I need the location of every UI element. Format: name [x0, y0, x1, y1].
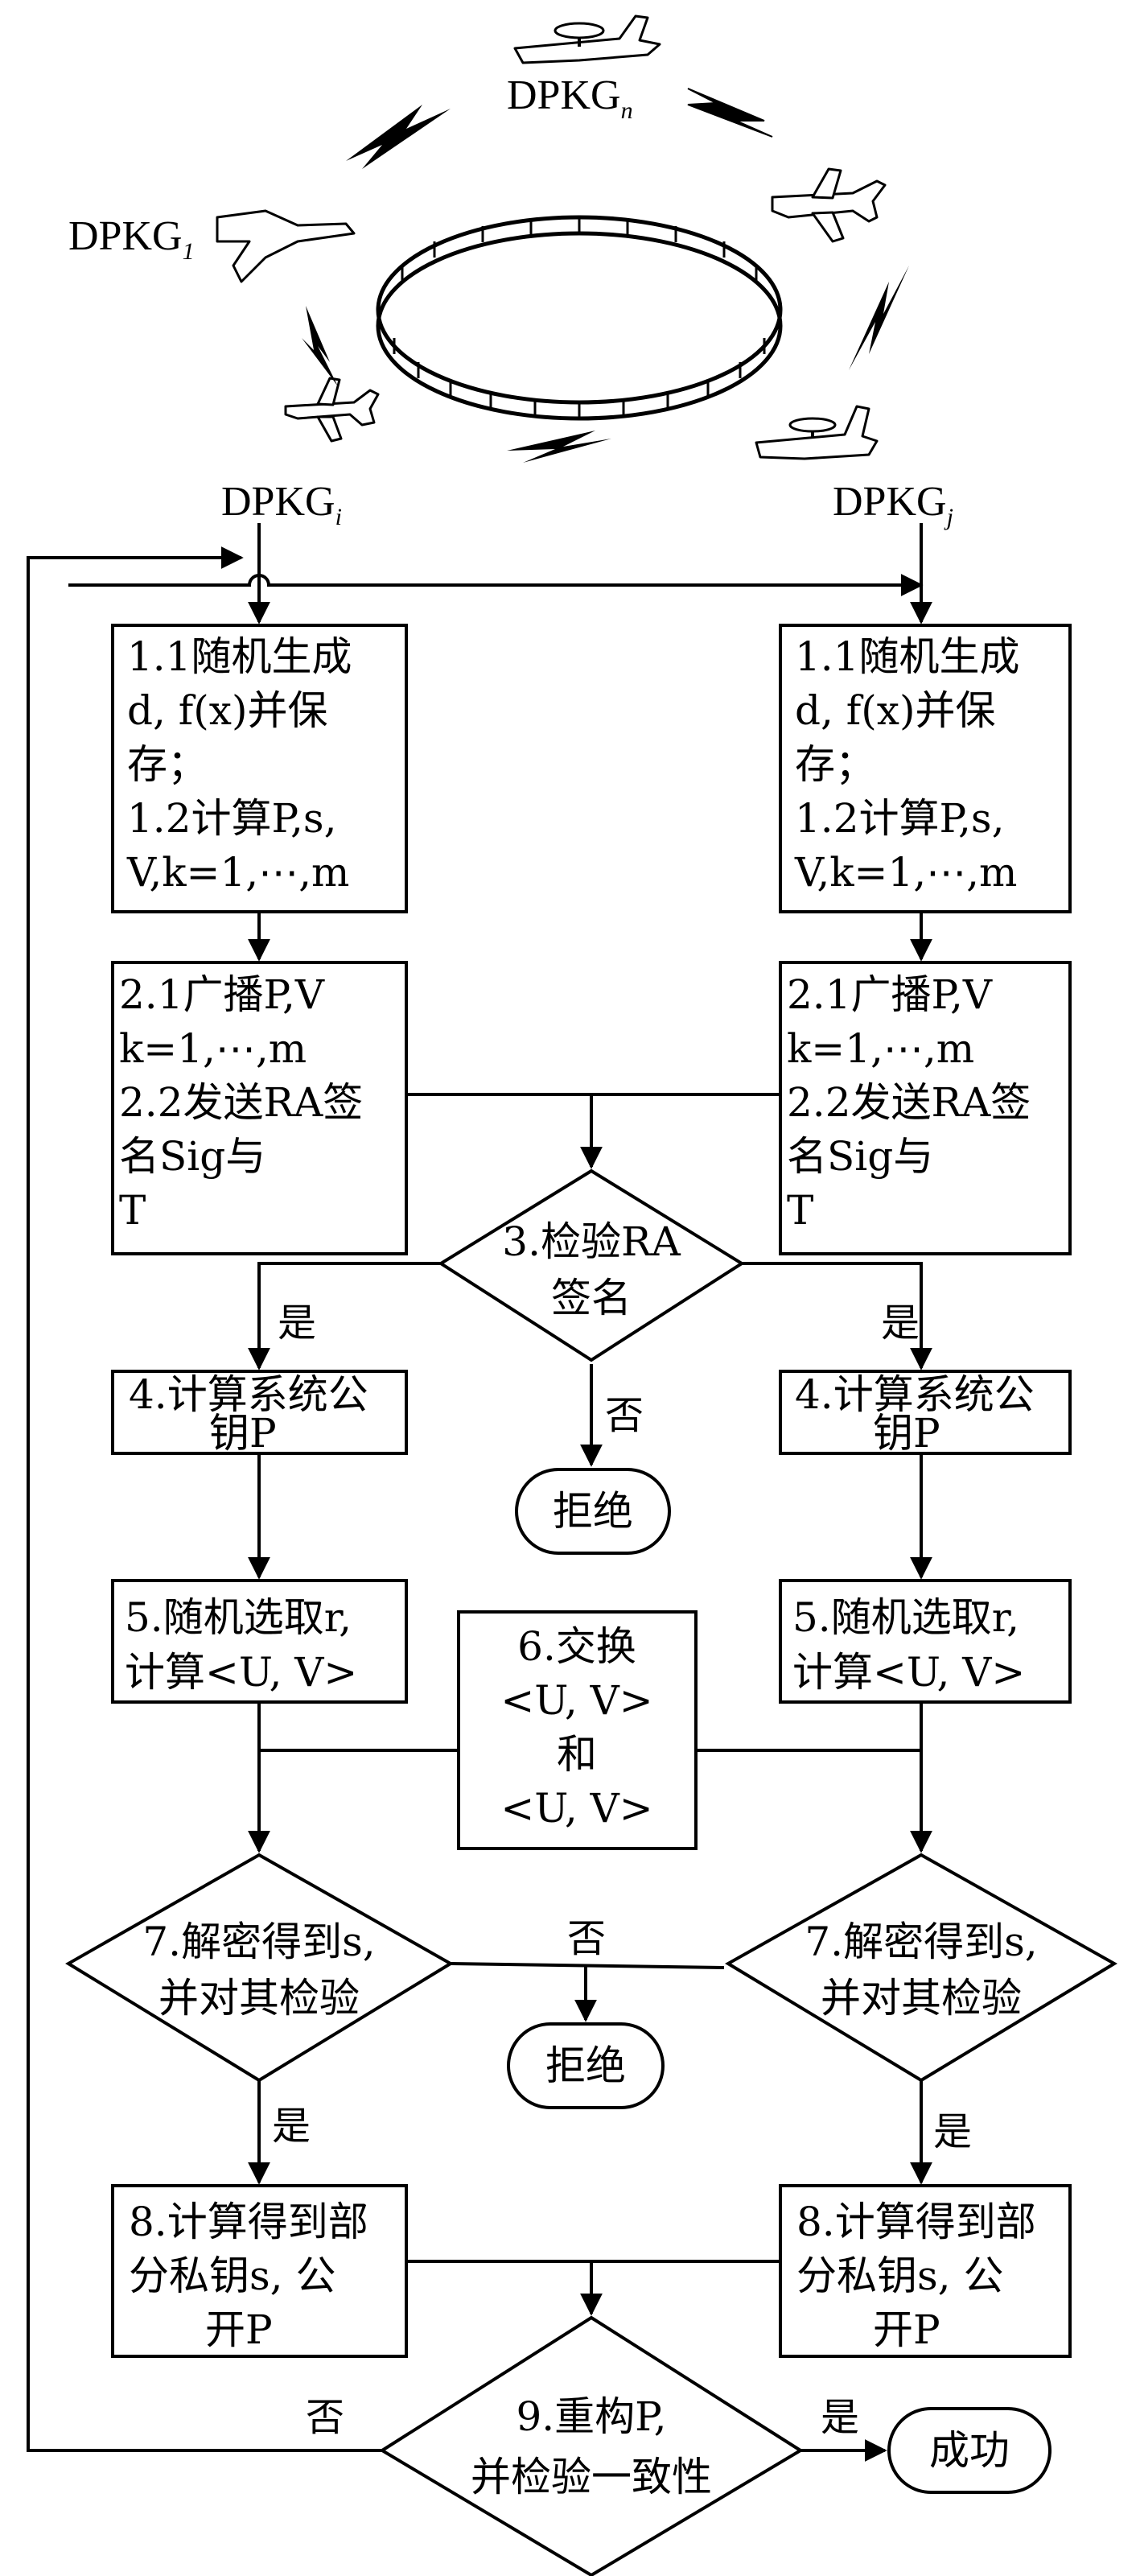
- svg-text:d, f(x)并保: d, f(x)并保: [127, 687, 328, 734]
- left-step4-box: 4.计算系统公 钥P: [111, 1370, 408, 1457]
- svg-text:T: T: [787, 1187, 813, 1234]
- link-bolt-icon: [346, 105, 451, 169]
- right-step7-decision: 7.解密得到s, 并对其检验: [725, 1853, 1117, 2083]
- svg-text:k=1,⋯,m: k=1,⋯,m: [787, 1025, 974, 1072]
- svg-text:钥P: 钥P: [873, 1410, 940, 1457]
- svg-text:和: 和: [557, 1731, 597, 1778]
- svg-text:并对其检验: 并对其检验: [821, 1975, 1022, 2022]
- svg-text:d, f(x)并保: d, f(x)并保: [795, 687, 996, 734]
- svg-text:名Sig与: 名Sig与: [119, 1133, 265, 1180]
- yes-label: 是: [933, 2109, 972, 2154]
- svg-text:分私钥s, 公: 分私钥s, 公: [796, 2252, 1003, 2299]
- left-step5-box: 5.随机选取r, 计算<U, V>: [111, 1579, 408, 1704]
- svg-text:8.计算得到部: 8.计算得到部: [129, 2199, 368, 2245]
- svg-text:V,k=1,⋯,m: V,k=1,⋯,m: [794, 849, 1017, 896]
- svg-text:6.交换: 6.交换: [517, 1623, 636, 1670]
- yes-label: 是: [821, 2395, 859, 2440]
- svg-text:1.1随机生成: 1.1随机生成: [127, 633, 352, 680]
- svg-text:4.计算系统公: 4.计算系统公: [795, 1371, 1035, 1418]
- node-label-dpkg-n: DPKGn: [507, 72, 633, 124]
- svg-text:5.随机选取r,: 5.随机选取r,: [792, 1594, 1019, 1641]
- svg-text:并对其检验: 并对其检验: [158, 1975, 360, 2022]
- transport-aircraft-left-icon: [284, 377, 380, 443]
- svg-text:k=1,⋯,m: k=1,⋯,m: [119, 1025, 307, 1072]
- link-bolt-icon: [687, 88, 773, 138]
- awacs-aircraft-right-icon: [755, 405, 879, 460]
- yes-label: 是: [272, 2104, 311, 2149]
- step9-decision: 9.重构P, 并检验一致性: [379, 2315, 804, 2576]
- svg-text:8.计算得到部: 8.计算得到部: [796, 2199, 1036, 2245]
- left-step1-box: 1.1随机生成 d, f(x)并保 存； 1.2计算P,s, V,k=1,⋯,m: [111, 624, 408, 913]
- svg-text:T: T: [119, 1187, 146, 1234]
- step3-decision: 3.检验RA 签名: [438, 1168, 745, 1362]
- svg-text:V,k=1,⋯,m: V,k=1,⋯,m: [126, 849, 349, 896]
- svg-text:1.2计算P,s,: 1.2计算P,s,: [127, 795, 336, 842]
- svg-text:7.解密得到s,: 7.解密得到s,: [142, 1919, 375, 1965]
- reject-terminal-1: 拒绝: [515, 1468, 671, 1555]
- right-step2-box: 2.1广播P,V k=1,⋯,m 2.2发送RA签 名Sig与 T: [779, 961, 1072, 1255]
- svg-text:<U, V>: <U, V>: [500, 1677, 652, 1724]
- awacs-aircraft-top-icon: [513, 14, 661, 64]
- left-step8-box: 8.计算得到部 分私钥s, 公 开P: [111, 2184, 408, 2358]
- svg-text:成功: 成功: [929, 2427, 1010, 2474]
- node-label-dpkg-i: DPKGi: [221, 479, 342, 530]
- svg-text:2.2发送RA签: 2.2发送RA签: [787, 1079, 1031, 1126]
- node-label-dpkg-j: DPKGj: [833, 479, 953, 530]
- link-bolt-icon: [507, 431, 611, 463]
- svg-text:3.检验RA: 3.检验RA: [502, 1218, 681, 1265]
- svg-text:钥P: 钥P: [209, 1410, 277, 1457]
- no-label: 否: [567, 1916, 606, 1961]
- step6-exchange-box: 6.交换 <U, V> 和 <U, V>: [457, 1610, 698, 1850]
- reject-terminal-2: 拒绝: [507, 2022, 665, 2109]
- svg-text:签名: 签名: [551, 1275, 632, 1321]
- yes-label: 是: [278, 1300, 316, 1346]
- svg-text:9.重构P,: 9.重构P,: [516, 2393, 666, 2440]
- svg-text:分私钥s, 公: 分私钥s, 公: [129, 2252, 335, 2299]
- svg-text:拒绝: 拒绝: [545, 2042, 626, 2089]
- svg-text:名Sig与: 名Sig与: [787, 1133, 933, 1180]
- svg-text:计算<U, V>: 计算<U, V>: [125, 1649, 357, 1696]
- svg-text:存；: 存；: [127, 741, 208, 788]
- node-label-dpkg-1: DPKG1: [68, 213, 195, 265]
- link-bolt-icon: [849, 266, 909, 370]
- svg-text:1.2计算P,s,: 1.2计算P,s,: [795, 795, 1004, 842]
- right-step4-box: 4.计算系统公 钥P: [779, 1370, 1072, 1457]
- fighter-jet-icon: [216, 209, 356, 283]
- aircraft-network-ring: [376, 215, 783, 421]
- svg-text:2.1广播P,V: 2.1广播P,V: [119, 971, 325, 1018]
- svg-text:计算<U, V>: 计算<U, V>: [792, 1649, 1025, 1696]
- flow-connectors: [27, 523, 932, 2462]
- no-label: 否: [605, 1393, 644, 1438]
- left-step2-box: 2.1广播P,V k=1,⋯,m 2.2发送RA签 名Sig与 T: [111, 961, 408, 1255]
- svg-text:4.计算系统公: 4.计算系统公: [129, 1371, 368, 1418]
- svg-text:并检验一致性: 并检验一致性: [471, 2454, 712, 2500]
- no-label: 否: [306, 2395, 344, 2440]
- svg-text:开P: 开P: [873, 2306, 940, 2353]
- svg-text:开P: 开P: [205, 2306, 273, 2353]
- svg-text:2.2发送RA签: 2.2发送RA签: [119, 1079, 363, 1126]
- svg-text:1.1随机生成: 1.1随机生成: [795, 633, 1020, 680]
- airliner-right-icon: [771, 167, 887, 243]
- svg-text:2.1广播P,V: 2.1广播P,V: [787, 971, 993, 1018]
- success-terminal: 成功: [887, 2407, 1052, 2494]
- left-step7-decision: 7.解密得到s, 并对其检验: [65, 1853, 454, 2083]
- yes-label: 是: [881, 1300, 920, 1346]
- right-step1-box: 1.1随机生成 d, f(x)并保 存； 1.2计算P,s, V,k=1,⋯,m: [779, 624, 1072, 913]
- right-step5-box: 5.随机选取r, 计算<U, V>: [779, 1579, 1072, 1704]
- svg-text:<U, V>: <U, V>: [500, 1785, 652, 1832]
- svg-text:存；: 存；: [795, 741, 875, 788]
- svg-text:拒绝: 拒绝: [553, 1488, 633, 1535]
- right-step8-box: 8.计算得到部 分私钥s, 公 开P: [779, 2184, 1072, 2358]
- svg-text:5.随机选取r,: 5.随机选取r,: [125, 1594, 352, 1641]
- link-bolt-icon: [302, 306, 338, 386]
- svg-text:7.解密得到s,: 7.解密得到s,: [805, 1919, 1037, 1965]
